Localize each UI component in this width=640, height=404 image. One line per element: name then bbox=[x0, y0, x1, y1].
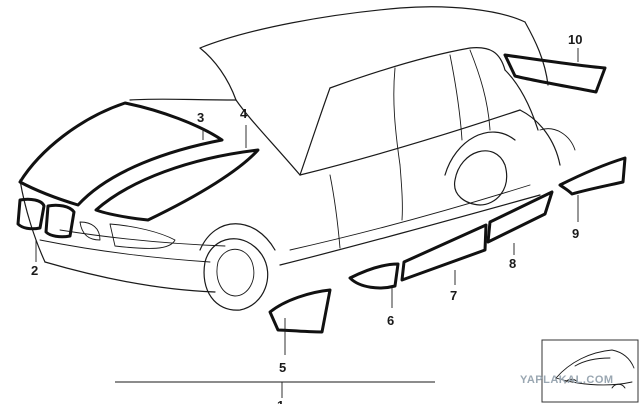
callout-8: 8 bbox=[509, 256, 516, 271]
leader-lines bbox=[35, 48, 579, 398]
callout-4: 4 bbox=[240, 106, 248, 121]
part-3-hood-outline bbox=[18, 101, 224, 207]
callout-6: 6 bbox=[387, 313, 394, 328]
callout-5: 5 bbox=[279, 360, 286, 375]
part-9-decal-outline bbox=[558, 156, 627, 196]
thumbnail-inset: YAPLAKAL.COM bbox=[520, 339, 639, 403]
callout-10: 10 bbox=[568, 32, 582, 47]
part-7-panel-outline bbox=[400, 223, 488, 282]
part-4-stripe-outline bbox=[94, 148, 260, 222]
part-5-fender-outline bbox=[268, 288, 332, 334]
callout-9: 9 bbox=[572, 226, 579, 241]
part-10-spoiler-outline bbox=[503, 53, 607, 94]
car-outline bbox=[19, 6, 576, 311]
part-2-grille-right bbox=[44, 203, 76, 239]
callouts: 2 3 4 5 6 7 8 9 10 1 bbox=[31, 32, 582, 404]
part-8-panel-outline bbox=[486, 190, 554, 244]
part-6-decal-outline bbox=[348, 262, 400, 290]
watermark: YAPLAKAL.COM bbox=[520, 374, 614, 386]
callout-3: 3 bbox=[197, 110, 204, 125]
callout-7: 7 bbox=[450, 288, 457, 303]
callout-2: 2 bbox=[31, 263, 38, 278]
callout-1: 1 bbox=[277, 398, 284, 404]
part-2-grille-left bbox=[16, 197, 46, 231]
parts bbox=[16, 53, 627, 334]
